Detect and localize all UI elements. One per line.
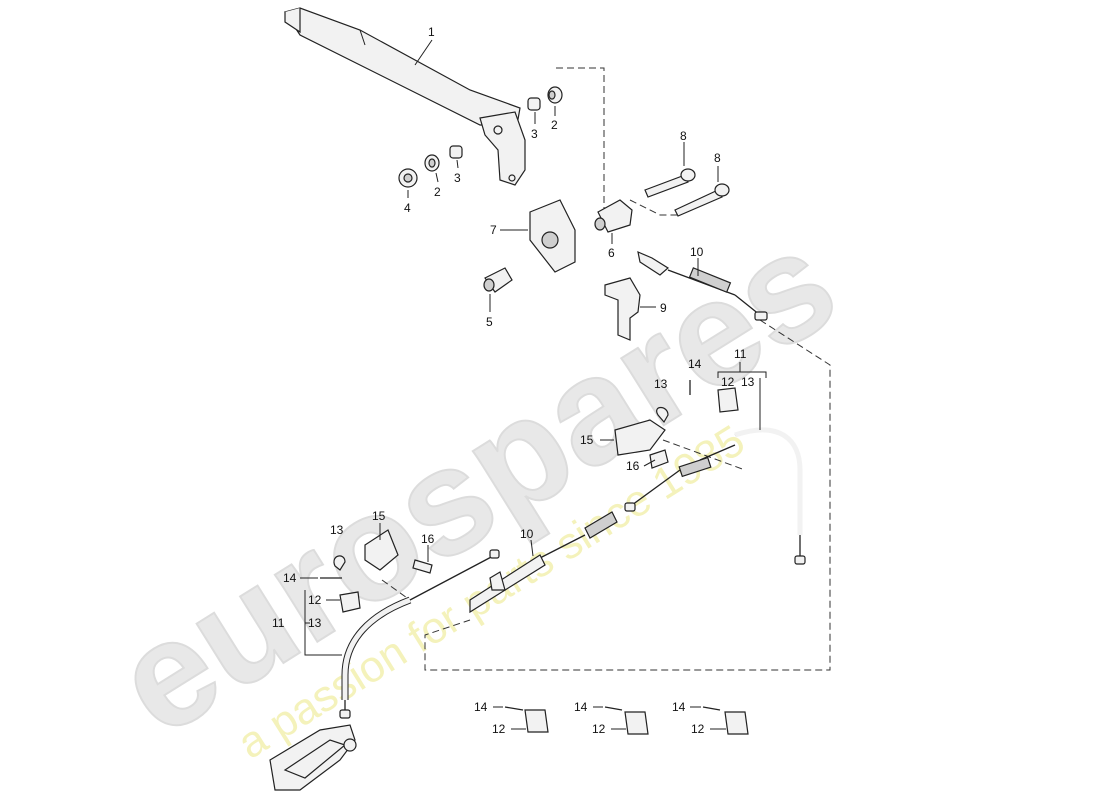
callout-11: 11 (734, 347, 747, 361)
part-brake-caliper (269, 724, 357, 791)
callout-16: 16 (626, 459, 640, 473)
callout-13: 13 (654, 377, 668, 391)
part-bushing (483, 267, 513, 293)
callout-13: 13 (741, 375, 755, 389)
callout-10: 10 (520, 527, 534, 541)
callout-15: 15 (372, 509, 386, 523)
callout-5: 5 (486, 315, 493, 329)
watermark: eurospares a passion for parts since 198… (87, 195, 864, 768)
part-ratchet-plate (529, 199, 576, 273)
callout-12: 12 (592, 722, 606, 736)
part-bracket (604, 277, 641, 341)
callout-14: 14 (672, 700, 686, 714)
callout-2: 2 (434, 185, 441, 199)
callout-14: 14 (474, 700, 488, 714)
callout-14: 14 (688, 357, 702, 371)
callout-3: 3 (454, 171, 461, 185)
callout-7: 7 (490, 223, 497, 237)
callout-9: 9 (660, 301, 667, 315)
callout-14: 14 (574, 700, 588, 714)
part-washers-bushings (398, 86, 563, 188)
callout-8: 8 (714, 151, 721, 165)
assembly-lines (381, 67, 831, 671)
part-clips (364, 419, 669, 591)
part-cable-sheath-left (339, 549, 500, 719)
callout-13: 13 (330, 523, 344, 537)
part-pivot-sleeve (594, 199, 633, 233)
callout-15: 15 (580, 433, 594, 447)
callout-14: 14 (283, 571, 297, 585)
callout-13: 13 (308, 616, 322, 630)
callout-12: 12 (492, 722, 506, 736)
callout-16: 16 (421, 532, 435, 546)
callout-10: 10 (690, 245, 704, 259)
callout-1: 1 (428, 25, 435, 39)
callout-12: 12 (721, 375, 735, 389)
callout-11: 11 (272, 616, 285, 630)
callout-labels: 1 2 3 4 2 3 8 8 7 6 5 9 10 11 12 13 14 1… (272, 25, 755, 736)
watermark-brand: eurospares (88, 196, 863, 767)
callout-8: 8 (680, 129, 687, 143)
callout-12: 12 (691, 722, 705, 736)
part-handbrake-lever (284, 7, 526, 186)
part-cable-upper (637, 250, 768, 321)
callout-2: 2 (551, 118, 558, 132)
callout-3: 3 (531, 127, 538, 141)
callout-6: 6 (608, 246, 615, 260)
part-cable-sheath-right (734, 427, 806, 565)
leader-lines (300, 106, 767, 730)
callout-4: 4 (404, 201, 411, 215)
part-small-clips (320, 380, 749, 735)
callout-12: 12 (308, 593, 322, 607)
part-bolts (644, 168, 730, 217)
